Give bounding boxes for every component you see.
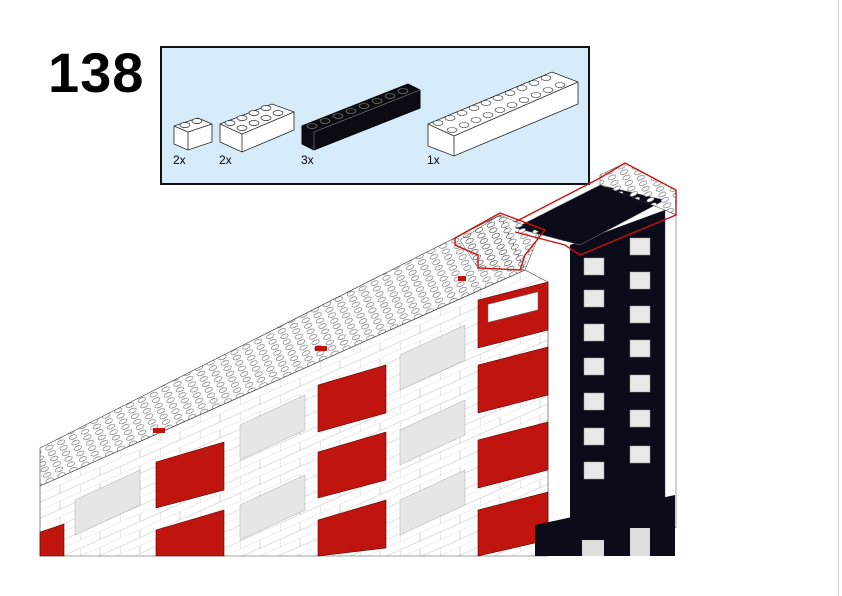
part-quantity: 2x [173,153,186,167]
brick-2x4-white-image [219,103,295,153]
part-quantity: 1x [427,153,440,167]
brick-1x2-white-image [173,117,213,151]
part-quantity: 3x [301,153,314,167]
step-number: 138 [48,41,145,104]
part-quantity: 2x [219,153,232,167]
parts-list-callout: 2x 2x 3x 1x [160,46,590,185]
brick-2x10-white-image [427,71,579,157]
page-edge-line [838,0,839,596]
brick-1x8-black-image [301,83,421,151]
